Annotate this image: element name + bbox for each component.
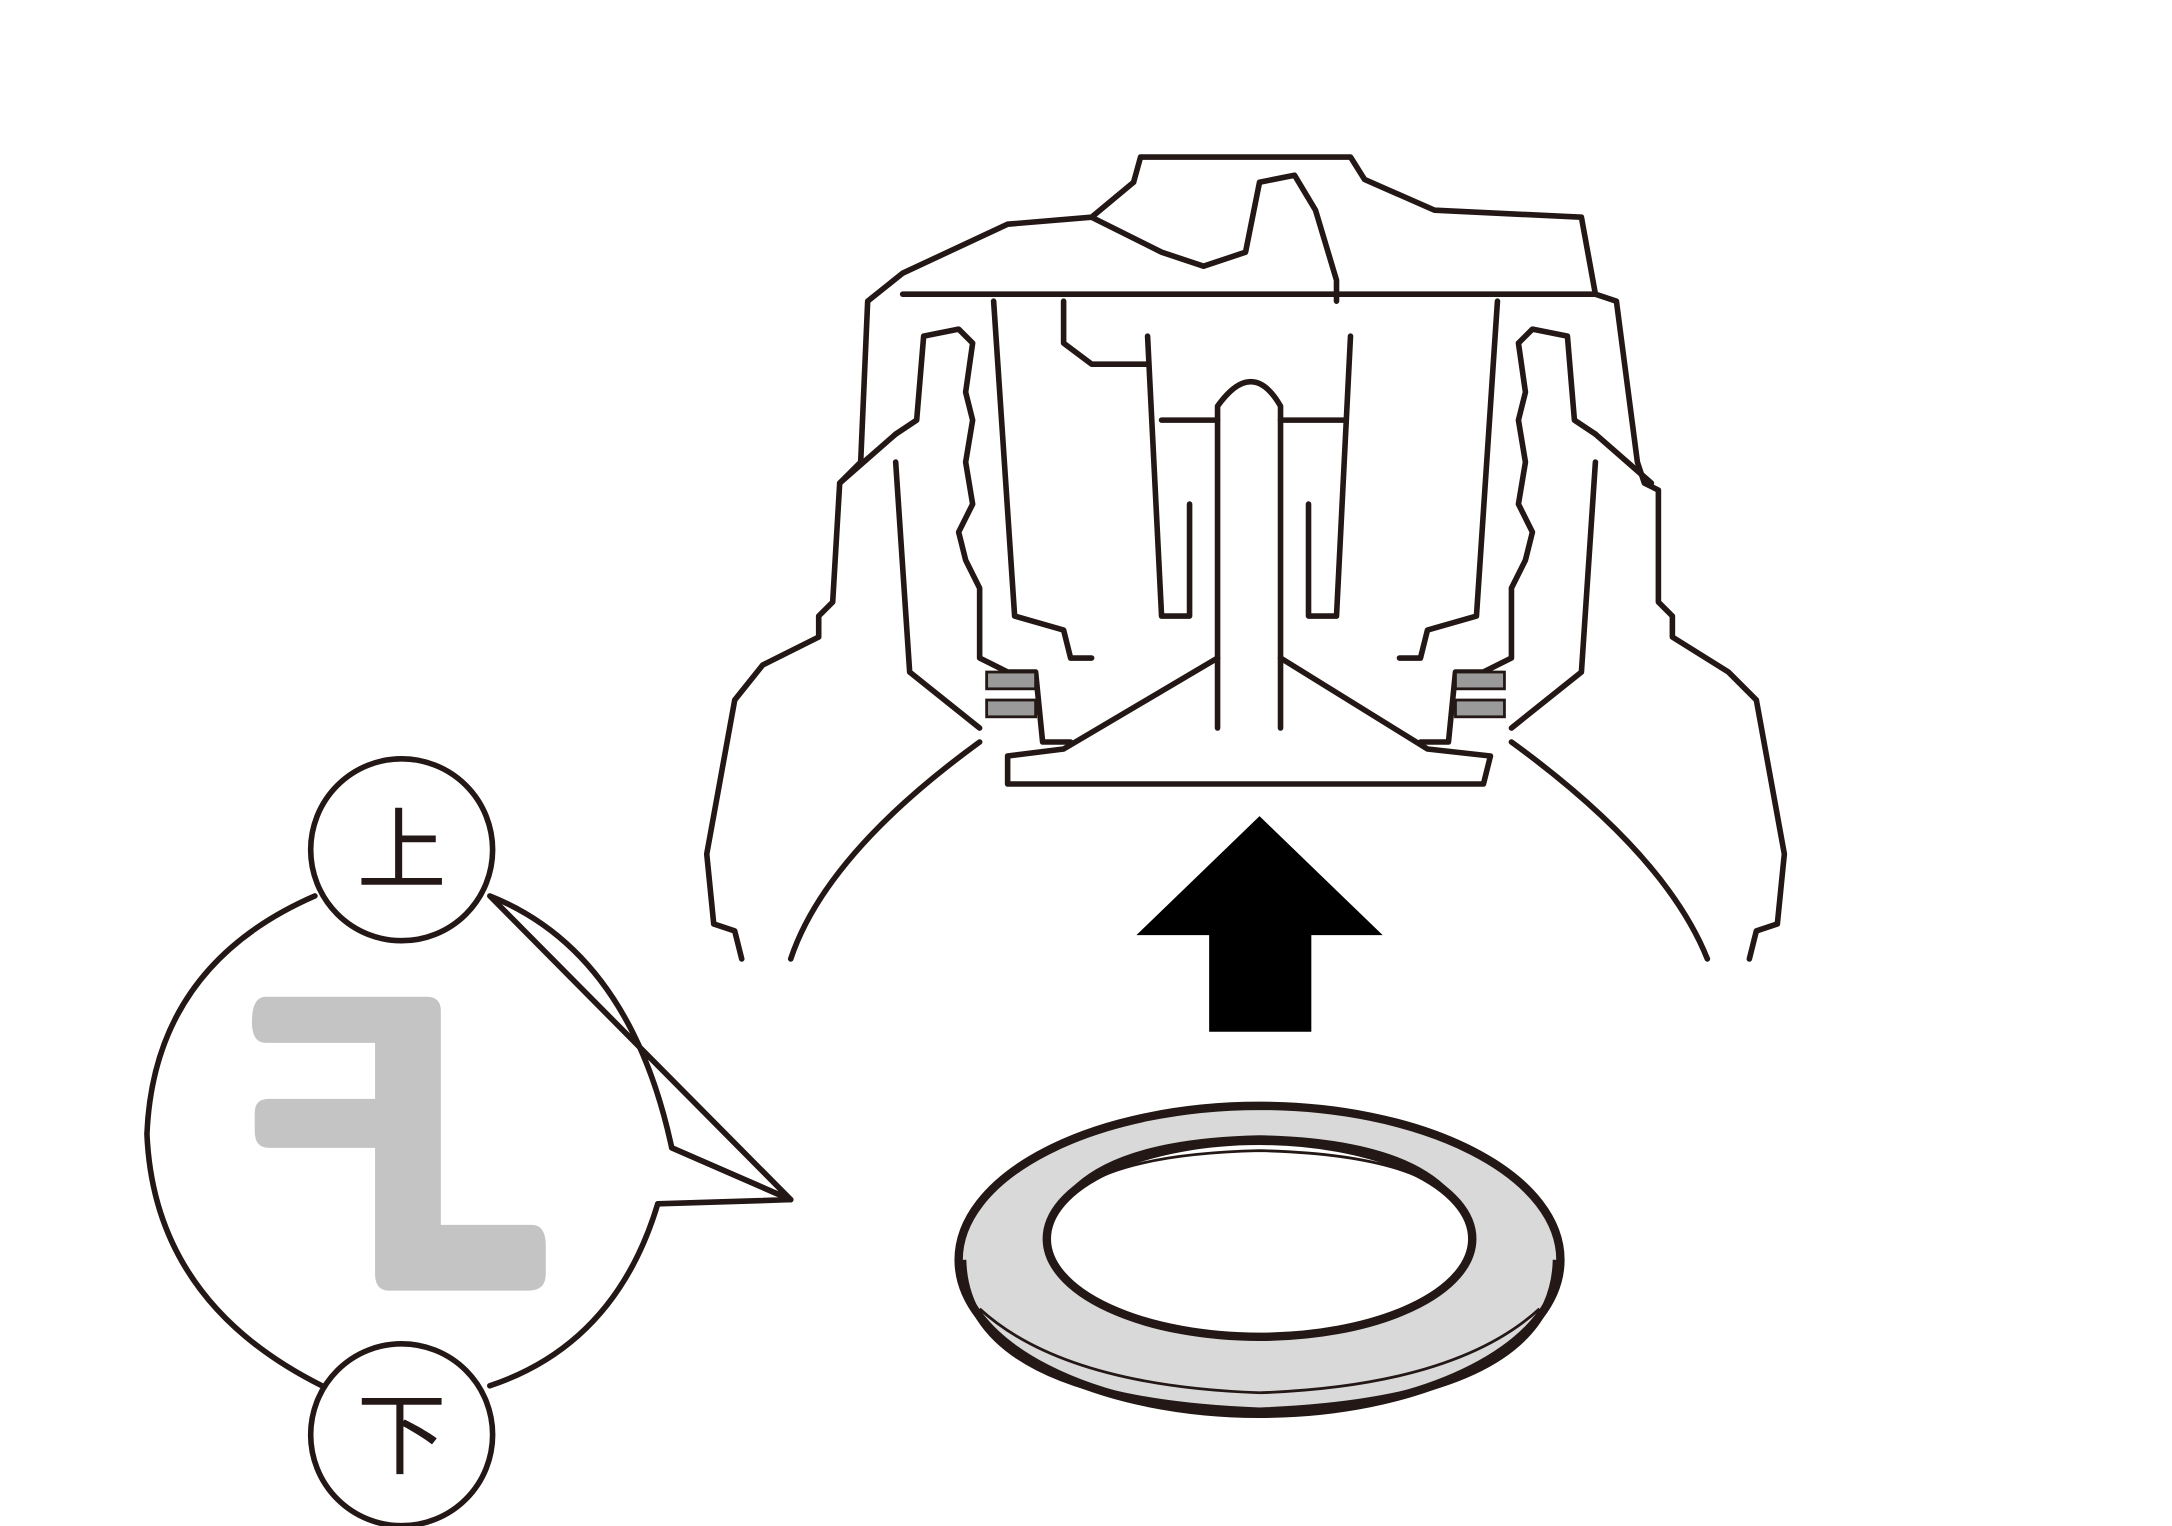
gasket-profile-callout: [144, 893, 794, 1389]
gasket-ring-icon: [954, 1101, 1565, 1418]
bottom-label: 下: [357, 1385, 447, 1489]
cap-cross-section: [703, 154, 1788, 962]
gasket-profile-shape: [251, 996, 546, 1291]
top-label-badge: 上: [307, 756, 496, 944]
arrow-up-icon: [1136, 816, 1383, 1032]
bottom-label-badge: 下: [307, 1341, 496, 1526]
top-label: 上: [357, 800, 447, 904]
